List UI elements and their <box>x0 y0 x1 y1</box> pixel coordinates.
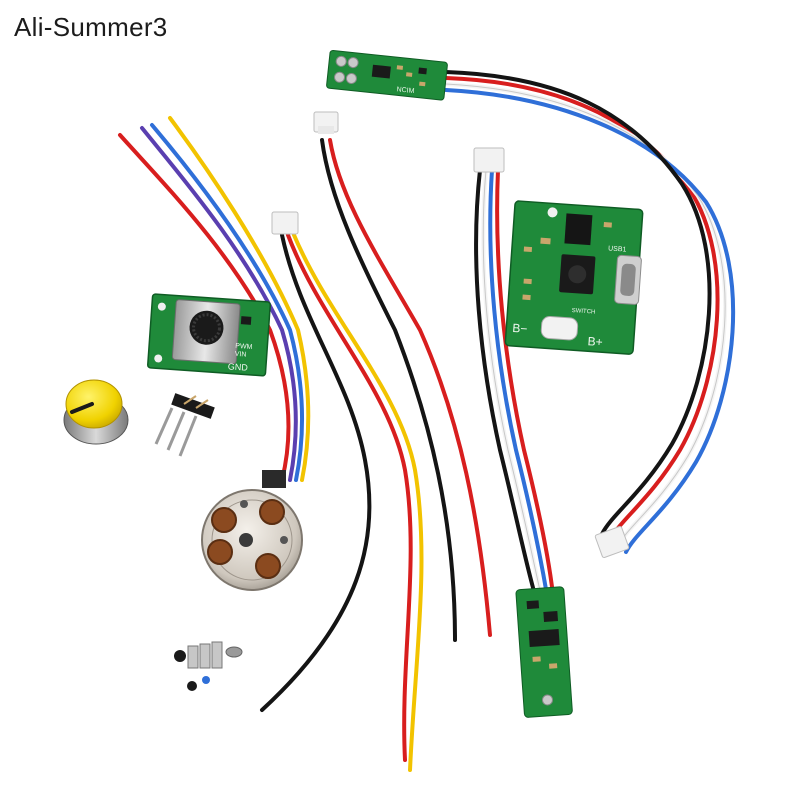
charger-jst-connector <box>473 147 505 173</box>
top-board-cable <box>444 70 736 554</box>
pot-gnd-label: GND <box>228 361 249 372</box>
loose-wire-bundle <box>260 233 424 772</box>
potentiometer-board: PWM VIN GND <box>147 293 271 377</box>
top-driver-board: NCIM <box>326 49 448 101</box>
pot-pwm-label: PWM <box>235 343 253 351</box>
battery-connector <box>540 315 579 341</box>
charger-cable <box>474 168 555 597</box>
screws <box>174 641 243 691</box>
charger-bminus-label: B− <box>512 321 528 336</box>
motor-coil <box>211 507 237 533</box>
yellow-knob <box>63 379 129 445</box>
pin-header <box>154 393 215 457</box>
bottom-sensor-board <box>515 586 573 718</box>
usb-c-charger-board: B− B+ USB1 SWITCH <box>504 200 644 355</box>
top-board-silkscreen: NCIM <box>396 86 415 95</box>
pot-vin-label: VIN <box>234 351 246 359</box>
right-jst-connector <box>594 525 630 559</box>
power-cable <box>320 138 492 642</box>
wire-jst-connector <box>271 211 299 235</box>
charger-bplus-label: B+ <box>587 334 603 349</box>
brushless-motor <box>201 470 303 591</box>
charger-usb-label: USB1 <box>608 245 627 253</box>
seller-watermark: Ali-Summer3 <box>14 12 168 42</box>
charger-switch-label: SWITCH <box>571 308 595 316</box>
